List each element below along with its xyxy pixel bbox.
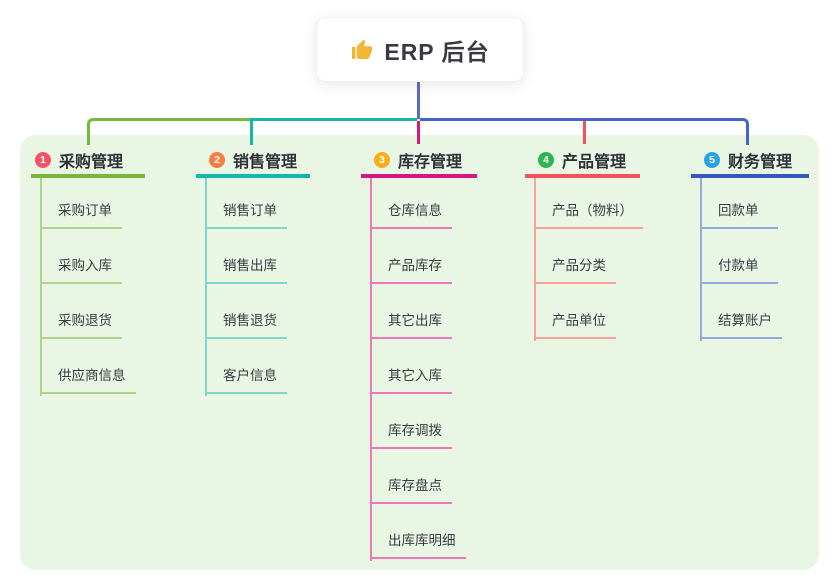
branch-spine (205, 178, 207, 396)
child-node[interactable]: 产品分类 (534, 229, 616, 284)
connector-branch-purchase (87, 118, 250, 145)
connector-branch-sales (250, 118, 253, 145)
child-node[interactable]: 供应商信息 (40, 339, 136, 394)
branch-badge-5: 5 (704, 151, 720, 168)
child-node[interactable]: 产品（物料） (534, 178, 643, 229)
branch-node-sales[interactable]: 2 销售管理 (196, 145, 310, 178)
branch-spine (370, 178, 372, 561)
child-node[interactable]: 其它入库 (370, 339, 452, 394)
child-node[interactable]: 库存调拨 (370, 394, 452, 449)
child-node[interactable]: 付款单 (700, 229, 778, 284)
branch-node-product[interactable]: 4 产品管理 (525, 145, 640, 178)
child-node[interactable]: 其它出库 (370, 284, 452, 339)
connector-root-vertical (417, 82, 420, 119)
mindmap-background-panel (20, 135, 819, 570)
branch-label: 库存管理 (398, 153, 463, 171)
thumbs-up-icon (350, 38, 374, 62)
connector-branch-product (583, 121, 586, 144)
branch-badge-2: 2 (209, 151, 225, 168)
root-node[interactable]: ERP 后台 (316, 17, 524, 82)
branch-badge-4: 4 (538, 151, 554, 168)
child-node[interactable]: 销售退货 (205, 284, 287, 339)
branch-node-purchase[interactable]: 1 采购管理 (31, 145, 145, 178)
child-node[interactable]: 产品库存 (370, 229, 452, 284)
root-title: ERP 后台 (384, 38, 490, 65)
branch-badge-3: 3 (374, 151, 390, 168)
connector-branch-finance (420, 118, 749, 145)
connector-bus-teal (250, 118, 417, 121)
branch-label: 财务管理 (728, 153, 793, 171)
child-node[interactable]: 产品单位 (534, 284, 616, 339)
child-node[interactable]: 回款单 (700, 178, 778, 229)
branch-spine (700, 178, 702, 341)
child-node[interactable]: 采购入库 (40, 229, 122, 284)
branch-badge-1: 1 (35, 151, 51, 168)
branch-label: 销售管理 (233, 153, 298, 171)
child-node[interactable]: 客户信息 (205, 339, 287, 394)
branch-node-inventory[interactable]: 3 库存管理 (361, 145, 477, 178)
child-node[interactable]: 仓库信息 (370, 178, 452, 229)
child-node[interactable]: 销售出库 (205, 229, 287, 284)
child-node[interactable]: 采购订单 (40, 178, 122, 229)
branch-node-finance[interactable]: 5 财务管理 (691, 145, 809, 178)
branch-spine (40, 178, 42, 396)
branch-spine (534, 178, 536, 341)
child-node[interactable]: 销售订单 (205, 178, 287, 229)
branch-label: 产品管理 (562, 153, 627, 171)
child-node[interactable]: 采购退货 (40, 284, 122, 339)
branch-label: 采购管理 (59, 153, 124, 171)
child-node[interactable]: 结算账户 (700, 284, 782, 339)
child-node[interactable]: 出库库明细 (370, 504, 466, 559)
connector-branch-inventory (417, 121, 420, 144)
child-node[interactable]: 库存盘点 (370, 449, 452, 504)
